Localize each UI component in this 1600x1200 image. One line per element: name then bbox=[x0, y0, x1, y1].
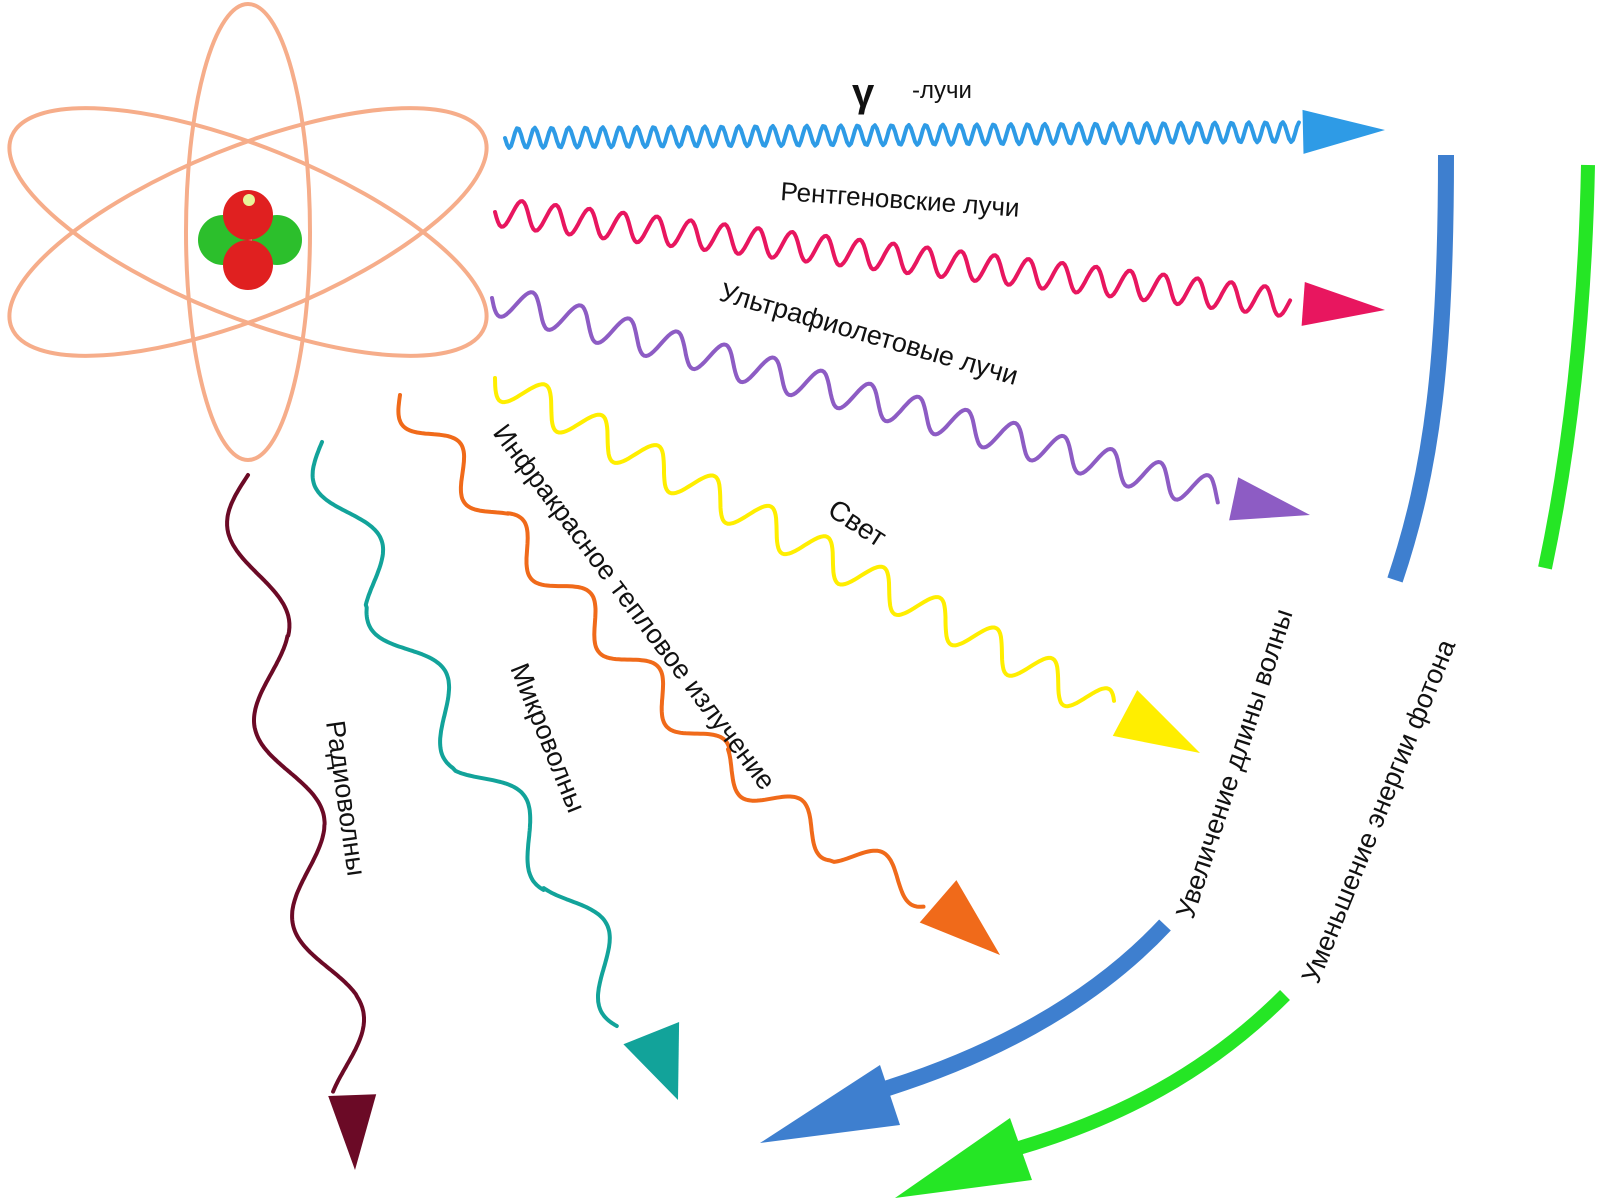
trend-arrows bbox=[760, 154, 1595, 1198]
energy-label: Уменьшение энергии фотона bbox=[1296, 634, 1462, 987]
infrared-label: Инфракрасное тепловое излучение bbox=[487, 419, 781, 796]
microwave-label: Микроволны bbox=[504, 659, 591, 817]
light-wave bbox=[493, 376, 1116, 709]
labels: γ -лучи Рентгеновские лучи Ультрафиолето… bbox=[320, 71, 1462, 987]
uv-wave bbox=[490, 290, 1220, 505]
radio-arrowhead bbox=[328, 1094, 377, 1170]
uv-arrowhead bbox=[1229, 477, 1310, 521]
microwave-wave bbox=[310, 440, 619, 1028]
energy-arc-lower bbox=[1003, 990, 1290, 1159]
gamma-arrowhead bbox=[1302, 109, 1385, 154]
atom-icon bbox=[7, 2, 489, 462]
radiation-waves bbox=[225, 109, 1385, 1170]
light-arrowhead bbox=[1112, 690, 1200, 753]
energy-arrowhead bbox=[895, 1118, 1032, 1198]
wavelength-arc bbox=[1387, 154, 1454, 583]
wavelength-arc-lower bbox=[862, 919, 1171, 1103]
radio-label: Радиоволны bbox=[320, 719, 371, 878]
xray-arrowhead bbox=[1301, 282, 1385, 326]
radio-wave bbox=[225, 473, 366, 1094]
infrared-arrowhead bbox=[919, 880, 1000, 955]
uv-label: Ультрафиолетовые лучи bbox=[716, 277, 1021, 391]
microwave-arrowhead bbox=[623, 1022, 680, 1100]
wavelength-label: Увеличение длины волны bbox=[1170, 605, 1298, 922]
orbit-tilted-right bbox=[7, 106, 489, 358]
wavelength-arrowhead bbox=[760, 1065, 900, 1143]
proton-bottom bbox=[223, 240, 273, 290]
gamma-symbol-label: γ bbox=[852, 71, 875, 115]
nucleus-highlight bbox=[243, 194, 255, 206]
infrared-wave bbox=[396, 393, 926, 909]
orbit-vertical bbox=[184, 2, 312, 462]
proton-top bbox=[223, 190, 273, 240]
energy-arc bbox=[1538, 164, 1595, 570]
xray-label: Рентгеновские лучи bbox=[780, 176, 1021, 223]
nucleus bbox=[198, 190, 302, 290]
gamma-wave bbox=[503, 120, 1301, 150]
gamma-label: -лучи bbox=[912, 77, 972, 104]
orbit-tilted-left bbox=[7, 106, 489, 358]
xray-wave bbox=[493, 199, 1293, 318]
